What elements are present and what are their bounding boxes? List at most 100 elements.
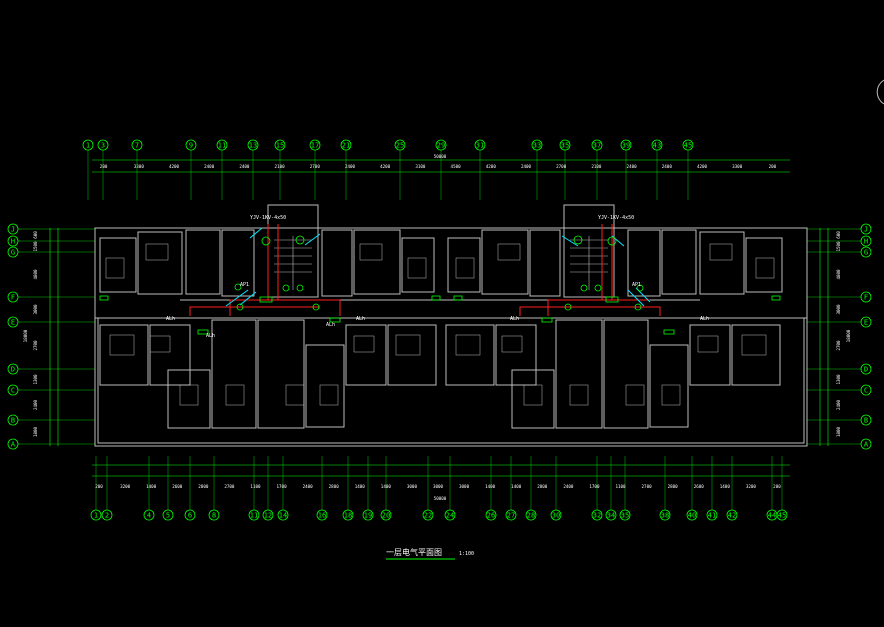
left-axis-bubble: C bbox=[7, 384, 19, 396]
axis-label: 13 bbox=[249, 142, 257, 150]
top-axis-bubble: 33 bbox=[531, 139, 543, 151]
axis-bubble-circle bbox=[444, 509, 456, 521]
left-axis-bubble: J bbox=[7, 223, 19, 235]
axis-label: 24 bbox=[446, 512, 454, 520]
dimension-text: 600 bbox=[836, 231, 841, 239]
axis-bubble-circle bbox=[531, 139, 543, 151]
bottom-axis-bubble: 18 bbox=[342, 509, 354, 521]
dimension-text: 2400 bbox=[662, 164, 673, 169]
axis-label: 6 bbox=[188, 512, 192, 520]
axis-bubble-circle bbox=[422, 509, 434, 521]
dimension-text: 2400 bbox=[836, 399, 841, 410]
dimension-text: 2400 bbox=[521, 164, 532, 169]
bottom-axis-bubble: 34 bbox=[605, 509, 617, 521]
axis-label: D bbox=[11, 366, 15, 374]
dimension-text: 2400 bbox=[563, 484, 574, 489]
dimension-total: 18000 bbox=[23, 329, 28, 342]
dimension-text: 200 bbox=[769, 164, 777, 169]
top-axis-bubble: 17 bbox=[309, 139, 321, 151]
axis-bubble-circle bbox=[776, 509, 788, 521]
axis-label: 4 bbox=[147, 512, 151, 520]
axis-bubble-circle bbox=[316, 509, 328, 521]
bottom-axis-bubble: 27 bbox=[505, 509, 517, 521]
axis-label: A bbox=[864, 441, 869, 449]
axis-label: 38 bbox=[661, 512, 669, 520]
axis-label: 42 bbox=[728, 512, 736, 520]
axis-bubble-circle bbox=[559, 139, 571, 151]
axis-bubble-circle bbox=[7, 235, 19, 247]
axis-bubble-circle bbox=[184, 509, 196, 521]
axis-bubble-circle bbox=[435, 139, 447, 151]
top-axis-bubble: 7 bbox=[131, 139, 143, 151]
panel-label: AP1 bbox=[632, 282, 641, 288]
axis-label: G bbox=[864, 249, 868, 257]
axis-bubble-circle bbox=[342, 509, 354, 521]
axis-label: 30 bbox=[552, 512, 560, 520]
bottom-axis-bubble: 30 bbox=[550, 509, 562, 521]
axis-label: 40 bbox=[688, 512, 696, 520]
dimension-text: 2100 bbox=[591, 164, 602, 169]
dimension-text: 200 bbox=[773, 484, 781, 489]
top-axis-bubble: 15 bbox=[274, 139, 286, 151]
top-axis-bubble: 3 bbox=[97, 139, 109, 151]
axis-label: B bbox=[864, 417, 868, 425]
viewcube-icon[interactable] bbox=[876, 79, 884, 105]
dimension-text: 3000 bbox=[433, 484, 444, 489]
panel-label: ALh bbox=[700, 316, 709, 322]
axis-bubble-circle bbox=[394, 139, 406, 151]
axis-label: 41 bbox=[708, 512, 716, 520]
left-axis-bubble: G bbox=[7, 246, 19, 258]
top-axis-bubble: 9 bbox=[185, 139, 197, 151]
dimension-text: 1700 bbox=[277, 484, 288, 489]
bottom-axis-bubble: 41 bbox=[706, 509, 718, 521]
dimension-text: 3300 bbox=[732, 164, 743, 169]
bottom-axis-bubble: 2 bbox=[101, 509, 113, 521]
top-axis-bubble: 31 bbox=[474, 139, 486, 151]
axis-bubble-circle bbox=[7, 223, 19, 235]
axis-label: 37 bbox=[593, 142, 601, 150]
left-axis-bubble: B bbox=[7, 414, 19, 426]
cable-label-left: YJV-1KV-4x50 bbox=[250, 215, 286, 221]
dimension-text: 4200 bbox=[169, 164, 180, 169]
dimension-text: 4200 bbox=[486, 164, 497, 169]
axis-bubble-circle bbox=[525, 509, 537, 521]
bottom-axis-bubble: 22 bbox=[422, 509, 434, 521]
axis-bubble-circle bbox=[591, 139, 603, 151]
bottom-axis-bubble: 26 bbox=[485, 509, 497, 521]
axis-bubble-circle bbox=[274, 139, 286, 151]
dimension-text: 2400 bbox=[627, 164, 638, 169]
axis-label: 12 bbox=[264, 512, 272, 520]
axis-bubble-circle bbox=[505, 509, 517, 521]
bottom-axis-bubble: 42 bbox=[726, 509, 738, 521]
panel-label: ALh bbox=[206, 333, 215, 339]
axis-label: B bbox=[11, 417, 15, 425]
top-axis-bubble: 11 bbox=[216, 139, 228, 151]
axis-label: G bbox=[11, 249, 15, 257]
axis-bubble-circle bbox=[185, 139, 197, 151]
right-axis-bubble: F bbox=[860, 291, 872, 303]
cable-label-right: YJV-1KV-4x50 bbox=[598, 215, 634, 221]
dimension-text: 2400 bbox=[204, 164, 215, 169]
dimension-text: 4200 bbox=[697, 164, 708, 169]
axis-label: 7 bbox=[135, 142, 139, 150]
dimension-text: 4800 bbox=[836, 269, 841, 280]
bottom-axis-bubble: 38 bbox=[659, 509, 671, 521]
axis-bubble-circle bbox=[591, 509, 603, 521]
axis-bubble-circle bbox=[162, 509, 174, 521]
axis-label: 8 bbox=[212, 512, 216, 520]
axis-label: 32 bbox=[593, 512, 601, 520]
panel-label: ALh bbox=[510, 316, 519, 322]
drawing-title: 一层电气平面图 bbox=[386, 547, 442, 557]
axis-label: 17 bbox=[311, 142, 319, 150]
dimension-text: 3200 bbox=[120, 484, 131, 489]
bottom-axis-bubble: 6 bbox=[184, 509, 196, 521]
top-axis-bubble: 29 bbox=[435, 139, 447, 151]
dimension-text: 2400 bbox=[239, 164, 250, 169]
axis-label: A bbox=[11, 441, 16, 449]
axis-label: J bbox=[11, 226, 15, 234]
axis-label: C bbox=[864, 387, 868, 395]
dimension-text: 2700 bbox=[556, 164, 567, 169]
dimension-text: 1400 bbox=[485, 484, 496, 489]
